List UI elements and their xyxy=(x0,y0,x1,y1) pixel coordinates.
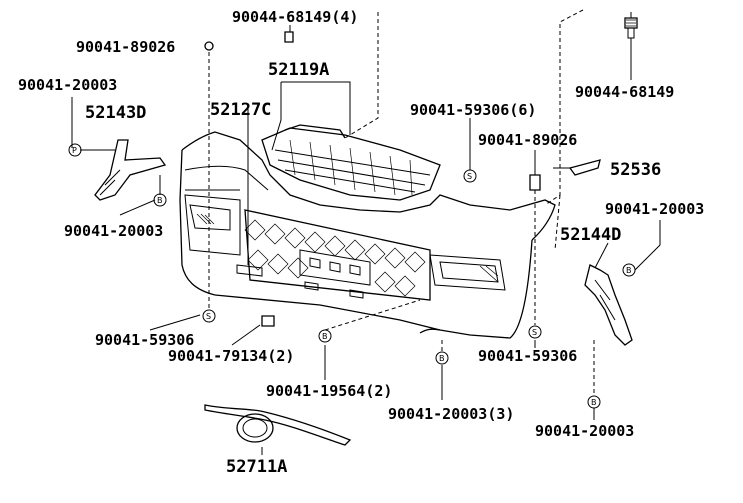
label-52711A: 52711A xyxy=(226,457,287,477)
label-90041-20003: 90041-20003 xyxy=(535,422,634,440)
bracket-52536 xyxy=(568,159,601,176)
front-bumper-cover xyxy=(179,131,556,339)
label-52143D: 52143D xyxy=(85,103,146,123)
label-90041-89026: 90041-89026 xyxy=(76,38,175,56)
svg-text:B: B xyxy=(626,266,632,275)
part-labels: 90044-68149(4) 90041-89026 52119A 90041-… xyxy=(18,8,704,477)
label-90041-20003: 90041-20003 xyxy=(64,222,163,240)
marker-b: B xyxy=(435,351,449,365)
leader-lines xyxy=(71,12,661,455)
svg-text:B: B xyxy=(322,332,328,341)
bracket-52143D xyxy=(94,139,167,201)
svg-text:B: B xyxy=(157,196,163,205)
label-90041-20003: 90041-20003 xyxy=(18,76,117,94)
label-52119A: 52119A xyxy=(268,60,329,80)
label-90041-59306: 90041-59306 xyxy=(95,331,194,349)
label-90041-59306-6: 90041-59306(6) xyxy=(410,101,536,119)
label-90041-19564-2: 90041-19564(2) xyxy=(266,382,392,400)
svg-text:S: S xyxy=(467,172,472,181)
label-90044-68149: 90044-68149 xyxy=(575,83,674,101)
fog-lamp-cover-52711A xyxy=(204,404,352,446)
marker-s: S xyxy=(202,309,216,323)
svg-text:B: B xyxy=(439,354,445,363)
label-90041-79134-2: 90041-79134(2) xyxy=(168,347,294,365)
label-90041-20003-3: 90041-20003(3) xyxy=(388,405,514,423)
marker-s: S xyxy=(463,169,477,183)
label-52144D: 52144D xyxy=(560,225,621,245)
label-90041-89026: 90041-89026 xyxy=(478,131,577,149)
radiator-grille xyxy=(261,124,441,201)
markers: P B S B S S B B xyxy=(68,143,636,409)
dashed-frame xyxy=(344,9,584,251)
marker-b: B xyxy=(153,193,167,207)
marker-b: B xyxy=(318,329,332,343)
svg-text:S: S xyxy=(206,312,211,321)
svg-text:S: S xyxy=(532,328,537,337)
svg-text:B: B xyxy=(591,398,597,407)
label-52127C: 52127C xyxy=(210,100,271,120)
bracket-52144D xyxy=(584,264,633,346)
marker-b: B xyxy=(587,395,601,409)
svg-text:P: P xyxy=(72,146,77,155)
label-52536: 52536 xyxy=(610,160,661,180)
marker-s: S xyxy=(528,325,542,339)
label-90041-59306: 90041-59306 xyxy=(478,347,577,365)
label-90041-20003: 90041-20003 xyxy=(605,200,704,218)
label-90044-68149-4: 90044-68149(4) xyxy=(232,8,358,26)
marker-p: P xyxy=(68,143,82,157)
marker-b: B xyxy=(622,263,636,277)
